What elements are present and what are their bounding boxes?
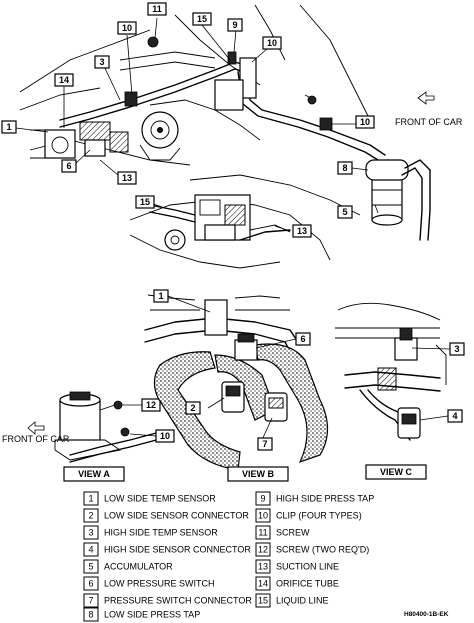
- view-b-label: VIEW B: [227, 466, 289, 482]
- accumulator: [365, 159, 409, 226]
- legend-text: LOW PRESSURE SWITCH: [104, 578, 215, 588]
- legend-text: PRESSURE SWITCH CONNECTOR: [104, 595, 252, 605]
- legend-number: 12: [258, 544, 268, 554]
- view-a-illustration: [27, 391, 161, 463]
- legend-number: 10: [258, 510, 268, 520]
- callout-4-number: 4: [452, 411, 457, 421]
- legend-text: HIGH SIDE TEMP SENSOR: [104, 527, 218, 537]
- callout-10-top-right: 10: [355, 115, 375, 129]
- legend-number: 5: [88, 561, 93, 571]
- legend-text: SCREW: [276, 527, 310, 537]
- legend-number: 14: [258, 578, 268, 588]
- callout-13-number: 13: [122, 173, 132, 183]
- legend-text: HIGH SIDE PRESS TAP: [276, 493, 374, 503]
- callout-1-view-b: 1: [153, 289, 169, 303]
- callout-3: 3: [94, 55, 110, 69]
- callout-12-number: 12: [146, 400, 156, 410]
- callout-1-number: 1: [6, 122, 11, 132]
- callout-10-number: 10: [160, 431, 170, 441]
- view-a-label: VIEW A: [63, 466, 125, 482]
- legend-text: LOW SIDE SENSOR CONNECTOR: [104, 510, 249, 520]
- callout-13-lower: 13: [292, 224, 312, 238]
- legend-number: 9: [260, 493, 265, 503]
- callout-10-number: 10: [360, 117, 370, 127]
- callout-15-number: 15: [197, 14, 207, 24]
- callout-8: 8: [337, 161, 353, 175]
- callout-10-top-left: 10: [117, 21, 137, 35]
- low-pressure-switch-area: [84, 131, 129, 157]
- legend-text: LIQUID LINE: [276, 595, 329, 605]
- callout-2-number: 2: [190, 403, 195, 413]
- legend-number: 4: [88, 544, 93, 554]
- callout-7-view-b: 7: [257, 437, 273, 451]
- master-cylinder-area: [129, 194, 331, 269]
- callout-15-mid: 15: [135, 195, 155, 209]
- callout-1-number: 1: [158, 291, 163, 301]
- callout-13-number: 13: [297, 226, 307, 236]
- callout-10-view-a: 10: [155, 429, 175, 443]
- front-of-car-label-top: FRONT OF CAR: [395, 117, 463, 127]
- legend-text: LOW SIDE TEMP SENSOR: [104, 493, 216, 503]
- callout-7-number: 7: [262, 439, 267, 449]
- blower-housing: [139, 111, 181, 161]
- legend-number: 1: [88, 493, 93, 503]
- callout-3-number: 3: [454, 344, 459, 354]
- callout-5: 5: [337, 205, 353, 219]
- callout-4-view-c: 4: [447, 409, 463, 423]
- view-c-illustration: [335, 302, 447, 441]
- view-b-text: VIEW B: [242, 469, 275, 479]
- legend-text: SCREW (TWO REQ'D): [276, 544, 369, 554]
- callout-9: 9: [227, 18, 243, 32]
- legend-number: 7: [88, 595, 93, 605]
- legend-number: 6: [88, 578, 93, 588]
- callout-1: 1: [1, 120, 17, 134]
- view-c-text: VIEW C: [380, 467, 413, 477]
- callout-10-number: 10: [267, 38, 277, 48]
- legend-number: 15: [258, 595, 268, 605]
- callout-6-number: 6: [66, 161, 71, 171]
- engine-bay-main-view: [19, 4, 435, 269]
- callout-11: 11: [147, 2, 167, 16]
- callout-5-number: 5: [342, 207, 347, 217]
- callout-15-number: 15: [140, 197, 150, 207]
- leader-lines-top: [15, 17, 379, 232]
- orifice-tube-area: [30, 121, 111, 159]
- legend-text: CLIP (FOUR TYPES): [276, 510, 362, 520]
- legend-text: ACCUMULATOR: [104, 561, 173, 571]
- callout-14-number: 14: [59, 75, 69, 85]
- front-of-car-label-left: FRONT OF CAR: [2, 434, 70, 444]
- legend-text: HIGH SIDE SENSOR CONNECTOR: [104, 544, 251, 554]
- legend-text: SUCTION LINE: [276, 561, 339, 571]
- callout-9-number: 9: [232, 20, 237, 30]
- callout-14: 14: [54, 73, 74, 87]
- callout-12-view-a: 12: [141, 398, 161, 412]
- legend-number: 8: [88, 609, 93, 619]
- callout-13-upper: 13: [117, 171, 137, 185]
- legend-number: 2: [88, 510, 93, 520]
- callout-10-number: 10: [122, 23, 132, 33]
- legend-text: ORIFICE TUBE: [276, 578, 339, 588]
- legend-number: 11: [258, 527, 267, 537]
- callout-6-view-b: 6: [295, 332, 311, 346]
- legend-number: 3: [88, 527, 93, 537]
- callout-6-number: 6: [300, 334, 305, 344]
- legend-text: LOW SIDE PRESS TAP: [104, 609, 200, 619]
- callout-3-view-c: 3: [449, 342, 465, 356]
- front-of-car-arrow-top: [417, 91, 435, 105]
- view-b-illustration: [144, 294, 329, 471]
- view-c-label: VIEW C: [365, 464, 427, 480]
- callout-15-top: 15: [192, 12, 212, 26]
- callout-3-number: 3: [99, 57, 104, 67]
- parts-legend: 1 LOW SIDE TEMP SENSOR 2 LOW SIDE SENSOR C…: [83, 491, 374, 622]
- callout-2-view-b: 2: [185, 401, 201, 415]
- callout-8-number: 8: [342, 163, 347, 173]
- callout-6: 6: [61, 159, 77, 173]
- figure-code: H80400-1B-EK: [404, 611, 449, 618]
- legend-number: 13: [258, 561, 268, 571]
- view-a-text: VIEW A: [78, 469, 110, 479]
- callout-11-number: 11: [152, 4, 162, 14]
- callout-10-near-reservoir: 10: [262, 36, 282, 50]
